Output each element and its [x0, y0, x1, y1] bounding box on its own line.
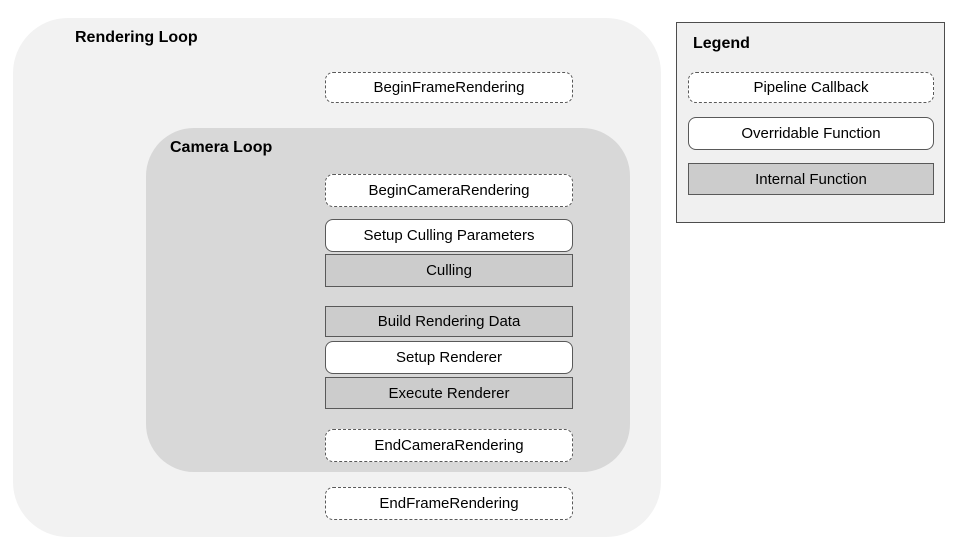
legend-item-internal-function: Internal Function [688, 163, 934, 195]
box-setup-renderer: Setup Renderer [325, 341, 573, 374]
camera-loop-title: Camera Loop [170, 139, 273, 156]
box-build-rendering-data: Build Rendering Data [325, 306, 573, 337]
box-begin-frame-rendering: BeginFrameRendering [325, 72, 573, 103]
box-culling: Culling [325, 254, 573, 287]
box-execute-renderer: Execute Renderer [325, 377, 573, 409]
box-begin-camera-rendering: BeginCameraRendering [325, 174, 573, 207]
legend-panel: Legend Pipeline Callback Overridable Fun… [676, 22, 945, 223]
rendering-loop-title: Rendering Loop [75, 29, 198, 46]
box-end-frame-rendering: EndFrameRendering [325, 487, 573, 520]
box-setup-culling-parameters: Setup Culling Parameters [325, 219, 573, 252]
legend-title: Legend [693, 35, 750, 52]
box-end-camera-rendering: EndCameraRendering [325, 429, 573, 462]
legend-item-pipeline-callback: Pipeline Callback [688, 72, 934, 103]
legend-item-overridable-function: Overridable Function [688, 117, 934, 150]
